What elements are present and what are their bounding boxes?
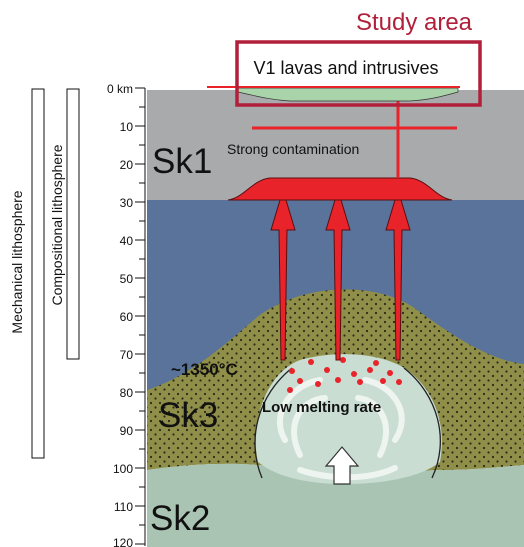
basal-sill xyxy=(227,177,453,201)
depth-tick-label: 70 xyxy=(120,348,134,362)
contamination-label: Strong contamination xyxy=(227,141,359,157)
upwelling-arrow xyxy=(324,446,360,485)
melt-droplets xyxy=(287,357,402,393)
depth-tick-label: 20 xyxy=(120,158,134,172)
depth-tick-label: 40 xyxy=(120,234,134,248)
plume-outline xyxy=(254,367,441,479)
study-area-box xyxy=(235,40,482,107)
sk2-label: Sk2 xyxy=(150,499,210,538)
depth-tick-label: 120 xyxy=(113,536,133,547)
study-area-label: Study area xyxy=(356,9,473,36)
depth-tick-label: 100 xyxy=(113,462,133,476)
mechanical-lithosphere-bar xyxy=(31,88,45,459)
depth-tick-label: 10 xyxy=(120,120,134,134)
surface-lavas xyxy=(237,87,459,102)
compositional-lithosphere-label: Compositional lithosphere xyxy=(49,144,65,305)
temperature-label: ~1350°C xyxy=(171,360,238,379)
melt-label: Low melting rate xyxy=(262,399,381,416)
top-title: V1 lavas and intrusives xyxy=(253,58,438,78)
sk1-label: Sk1 xyxy=(152,142,212,181)
depth-tick-label: 0 km xyxy=(107,82,133,96)
sk2-zone xyxy=(147,463,524,547)
magma-arrows xyxy=(270,188,411,361)
depth-tick-label: 60 xyxy=(120,310,134,324)
mechanical-lithosphere-label: Mechanical lithosphere xyxy=(9,190,25,333)
depth-axis: 0 km 10 20 30 40 50 60 70 80 90 100 110 … xyxy=(107,82,146,547)
depth-tick-label: 50 xyxy=(120,272,134,286)
depth-tick-label: 30 xyxy=(120,196,134,210)
depth-tick-label: 110 xyxy=(114,500,133,514)
compositional-lithosphere-bar xyxy=(66,88,80,360)
depth-tick-label: 80 xyxy=(120,386,134,400)
depth-tick-label: 90 xyxy=(120,424,134,438)
sk3-label: Sk3 xyxy=(158,396,218,435)
